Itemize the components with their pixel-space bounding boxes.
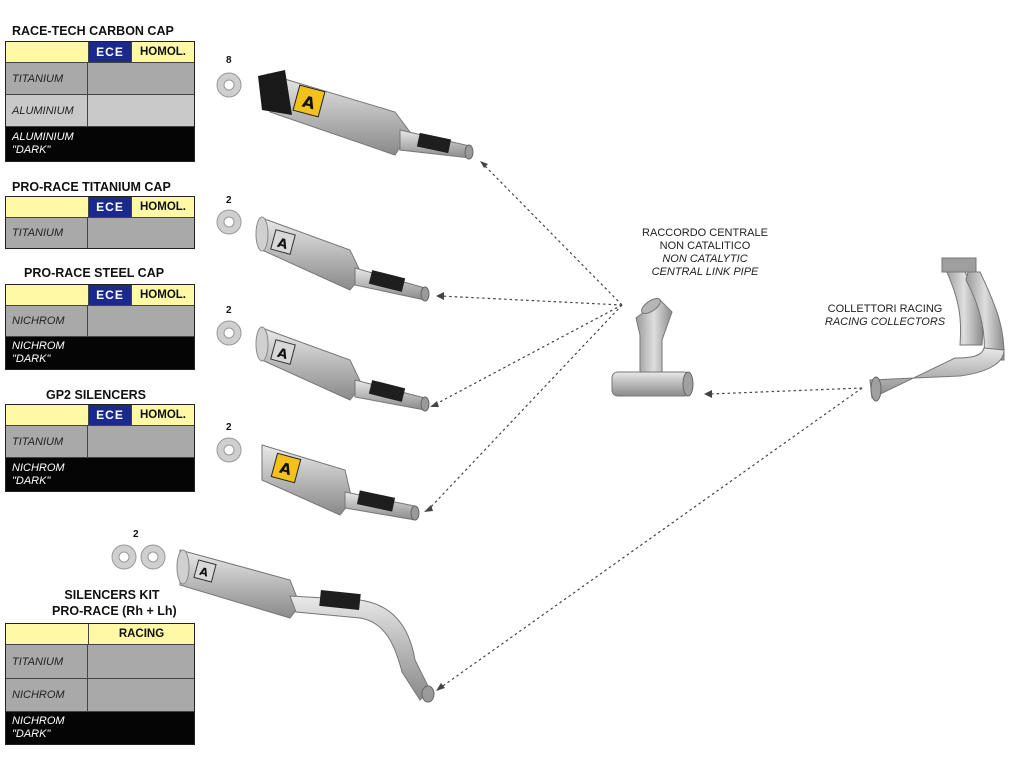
ece-badge: ECE <box>89 197 132 217</box>
section-title-kit-line2: PRO-RACE (Rh + Lh) <box>52 604 177 618</box>
table-row: TITANIUM <box>6 63 194 95</box>
svg-text:A: A <box>278 459 294 479</box>
variant-name: NICHROM <box>12 340 65 352</box>
washer-icon <box>216 437 242 463</box>
table-row: NICHROM "DARK" <box>6 712 194 744</box>
variant-name: NICHROM <box>6 679 88 711</box>
section-title-race-tech: RACE-TECH CARBON CAP <box>12 24 174 38</box>
gp2-silencer-icon: A <box>261 444 420 521</box>
svg-text:A: A <box>276 236 290 253</box>
ece-badge: ECE <box>89 42 132 62</box>
qty-label: 2 <box>226 422 232 433</box>
washer-icon <box>216 209 242 235</box>
race-tech-silencer-icon: A <box>258 70 474 160</box>
arrowheads <box>424 161 712 691</box>
section-title-kit-line1: SILENCERS KIT <box>64 588 160 602</box>
pro-race-titanium-silencer-icon: A <box>255 216 430 302</box>
qty-label: 2 <box>226 195 232 206</box>
table-row: TITANIUM <box>6 645 194 679</box>
section-title-pro-race-steel: PRO-RACE STEEL CAP <box>24 266 165 280</box>
collectors-label: COLLETTORI RACING RACING COLLECTORS <box>824 303 946 328</box>
svg-text:A: A <box>276 346 290 363</box>
table-header: ECE HOMOL. <box>6 285 194 306</box>
racing-collectors-icon <box>869 257 1005 402</box>
section-title-gp2: GP2 SILENCERS <box>46 388 147 402</box>
table-silencers-kit: RACING TITANIUM NICHROM NICHROM "DARK" <box>5 623 195 745</box>
qty-label: 2 <box>133 529 139 540</box>
svg-text:A: A <box>198 565 210 580</box>
variant-suffix: "DARK" <box>12 144 51 156</box>
washer-icon <box>216 320 242 346</box>
homol-label: HOMOL. <box>132 42 194 62</box>
table-row: ALUMINIUM <box>6 95 194 127</box>
variant-name: TITANIUM <box>6 426 88 457</box>
table-row: NICHROM <box>6 679 194 712</box>
variant-name: ALUMINIUM <box>12 131 74 143</box>
homol-label: HOMOL. <box>132 405 194 425</box>
variant-suffix: "DARK" <box>12 474 51 487</box>
table-row: TITANIUM <box>6 426 194 458</box>
table-row: NICHROM <box>6 306 194 337</box>
variant-name: NICHROM <box>6 306 88 336</box>
section-title-pro-race-titanium: PRO-RACE TITANIUM CAP <box>12 180 171 194</box>
table-row: NICHROM "DARK" <box>6 337 194 369</box>
table-row: TITANIUM <box>6 218 194 248</box>
washer-icon <box>216 72 242 98</box>
homol-label: HOMOL. <box>132 285 194 305</box>
table-gp2: ECE HOMOL. TITANIUM NICHROM "DARK" <box>5 404 195 492</box>
variant-name: NICHROM <box>12 715 65 727</box>
leader-lines <box>427 164 863 689</box>
table-header: ECE HOMOL. <box>6 42 194 63</box>
racing-label: RACING <box>89 624 194 644</box>
table-race-tech: ECE HOMOL. TITANIUM ALUMINIUM ALUMINIUM … <box>5 41 195 162</box>
homol-label: HOMOL. <box>132 197 194 217</box>
variant-suffix: "DARK" <box>12 353 51 365</box>
pro-race-steel-silencer-icon: A <box>255 326 430 412</box>
ece-badge: ECE <box>89 405 132 425</box>
ece-badge: ECE <box>89 285 132 305</box>
qty-label: 8 <box>226 55 232 66</box>
central-link-label: RACCORDO CENTRALE NON CATALITICO NON CAT… <box>642 227 768 278</box>
qty-label: 2 <box>226 305 232 316</box>
variant-name: NICHROM <box>12 461 65 474</box>
variant-suffix: "DARK" <box>12 728 51 740</box>
variant-name: TITANIUM <box>6 218 88 248</box>
central-link-pipe-icon <box>611 297 694 397</box>
washer-icon <box>111 544 166 570</box>
svg-text:A: A <box>300 92 317 114</box>
table-pro-race-steel: ECE HOMOL. NICHROM NICHROM "DARK" <box>5 284 195 370</box>
table-header: ECE HOMOL. <box>6 197 194 218</box>
table-header: ECE HOMOL. <box>6 405 194 426</box>
table-header: RACING <box>6 624 194 645</box>
variant-name: TITANIUM <box>6 645 88 678</box>
silencer-kit-icon: A <box>176 549 435 703</box>
variant-name: TITANIUM <box>6 63 88 94</box>
variant-name: ALUMINIUM <box>6 95 88 126</box>
table-pro-race-titanium: ECE HOMOL. TITANIUM <box>5 196 195 249</box>
table-row: ALUMINIUM "DARK" <box>6 127 194 161</box>
table-row: NICHROM "DARK" <box>6 458 194 491</box>
